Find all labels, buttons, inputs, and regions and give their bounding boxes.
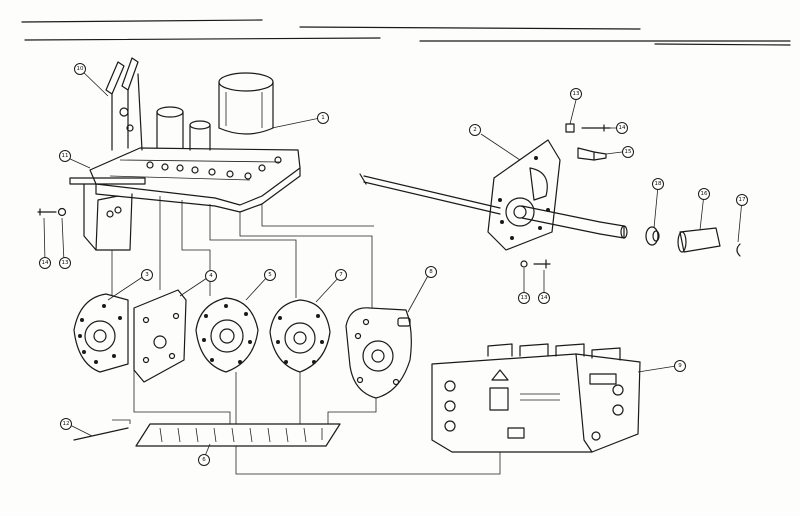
svg-text:7: 7 (339, 272, 343, 278)
callout-15: 15 (622, 146, 634, 158)
svg-text:14: 14 (541, 295, 548, 301)
svg-text:8: 8 (429, 269, 433, 275)
callout-17: 17 (736, 194, 748, 206)
callout-2: 2 (469, 124, 481, 136)
callout-13-left: 13 (59, 257, 71, 269)
svg-text:14: 14 (619, 125, 626, 131)
svg-text:17: 17 (739, 197, 746, 203)
callout-11: 11 (59, 150, 71, 162)
callout-6: 6 (198, 454, 210, 466)
wafer-switch-8 (345, 307, 412, 399)
callout-7: 7 (335, 269, 347, 281)
callout-14-bottom: 14 (538, 292, 550, 304)
svg-text:14: 14 (42, 260, 49, 266)
callout-14-left: 14 (39, 257, 51, 269)
wafer-switch-5 (195, 297, 259, 373)
svg-text:11: 11 (62, 153, 69, 159)
callout-13-top: 13 (570, 88, 582, 100)
callout-1: 1 (317, 112, 329, 124)
svg-text:13: 13 (521, 295, 528, 301)
svg-text:13: 13 (62, 260, 69, 266)
callout-leaders (43, 68, 677, 457)
switch-bracket-9 (431, 343, 641, 453)
callout-9: 9 (674, 360, 686, 372)
svg-text:18: 18 (655, 181, 662, 187)
wiring-lines (111, 196, 501, 475)
callout-14-top: 14 (616, 122, 628, 134)
callout-12: 12 (60, 418, 72, 430)
callout-10: 10 (74, 63, 86, 75)
svg-text:16: 16 (701, 191, 708, 197)
base-strip-6 (135, 423, 341, 447)
tuner-shaft-assembly (359, 99, 743, 294)
header-rules (21, 19, 791, 46)
callout-3: 3 (141, 269, 153, 281)
svg-text:2: 2 (473, 127, 477, 133)
wafer-switch-7 (269, 299, 331, 373)
chassis-assembly (37, 57, 301, 251)
rod-12 (73, 427, 129, 441)
svg-text:6: 6 (202, 457, 206, 463)
svg-text:15: 15 (625, 149, 632, 155)
svg-text:1: 1 (321, 115, 325, 121)
svg-text:3: 3 (145, 272, 149, 278)
svg-text:10: 10 (77, 66, 84, 72)
callout-8: 8 (425, 266, 437, 278)
svg-text:12: 12 (63, 421, 70, 427)
svg-text:5: 5 (268, 272, 272, 278)
wafer-switch-4 (133, 289, 187, 383)
svg-text:9: 9 (678, 363, 682, 369)
svg-text:4: 4 (209, 273, 213, 279)
callout-13-bottom: 13 (518, 292, 530, 304)
callout-18: 18 (652, 178, 664, 190)
callout-5: 5 (264, 269, 276, 281)
svg-text:13: 13 (573, 91, 580, 97)
callout-16: 16 (698, 188, 710, 200)
wafer-switch-3 (73, 293, 129, 373)
callout-4: 4 (205, 270, 217, 282)
